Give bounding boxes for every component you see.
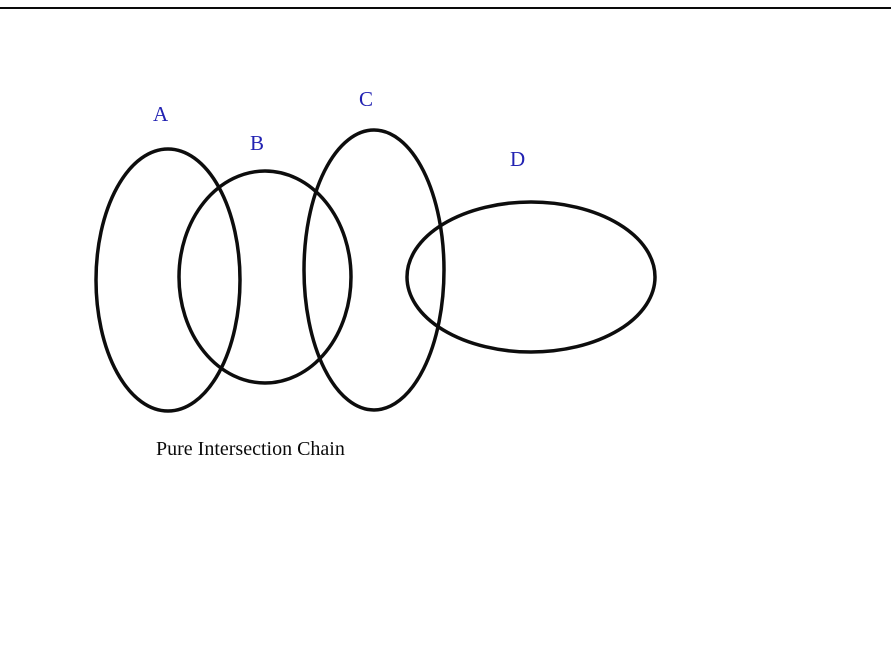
ellipse-a [94, 147, 242, 413]
set-label-a: A [153, 102, 169, 126]
set-label-c: C [359, 87, 374, 111]
ellipse-c [302, 128, 446, 412]
set-label-d: D [510, 147, 526, 171]
top-border-line [0, 7, 891, 9]
diagram-caption: Pure Intersection Chain [156, 438, 345, 460]
set-label-b: B [250, 131, 265, 155]
ellipse-b [177, 169, 353, 385]
ellipse-d [405, 200, 657, 354]
